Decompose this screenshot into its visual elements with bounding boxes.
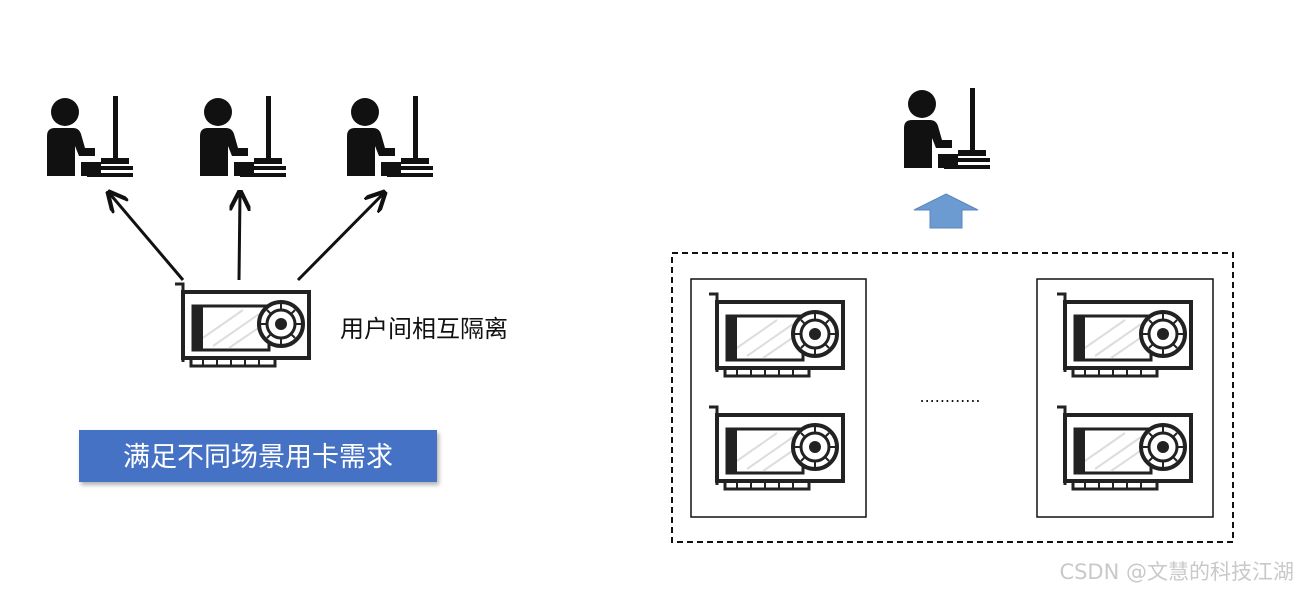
gpu-card-icon [173, 282, 311, 368]
badge-background [79, 430, 437, 482]
arrow-to-user-1 [110, 194, 185, 281]
gpu-card-icon [1057, 294, 1191, 376]
user-icon [47, 96, 133, 177]
user-icon [347, 96, 433, 177]
block-up-arrow-icon [913, 193, 979, 229]
right-panel: ............ [671, 88, 1234, 543]
gpu-node-right [1036, 278, 1214, 518]
gpu-node-left [690, 278, 867, 518]
gpu-card-icon [709, 294, 843, 376]
requirement-badge-text: 满足不同场景用卡需求 [123, 442, 393, 473]
watermark: CSDN @文慧的科技江湖 [1059, 560, 1294, 584]
ellipsis-text: ............ [919, 387, 980, 406]
user-icon [904, 88, 990, 169]
gpu-pool-dashed-box [671, 252, 1234, 543]
left-panel: 用户间相互隔离 满足不同场景用卡需求 [47, 96, 508, 482]
user-icon [200, 96, 286, 177]
gpu-card-icon [1057, 407, 1191, 489]
arrow-to-user-3 [296, 194, 383, 282]
requirement-badge: 满足不同场景用卡需求 [79, 430, 437, 482]
gpu-card-icon [709, 407, 843, 489]
arrow-to-user-2 [239, 194, 240, 281]
isolation-label: 用户间相互隔离 [340, 315, 508, 343]
